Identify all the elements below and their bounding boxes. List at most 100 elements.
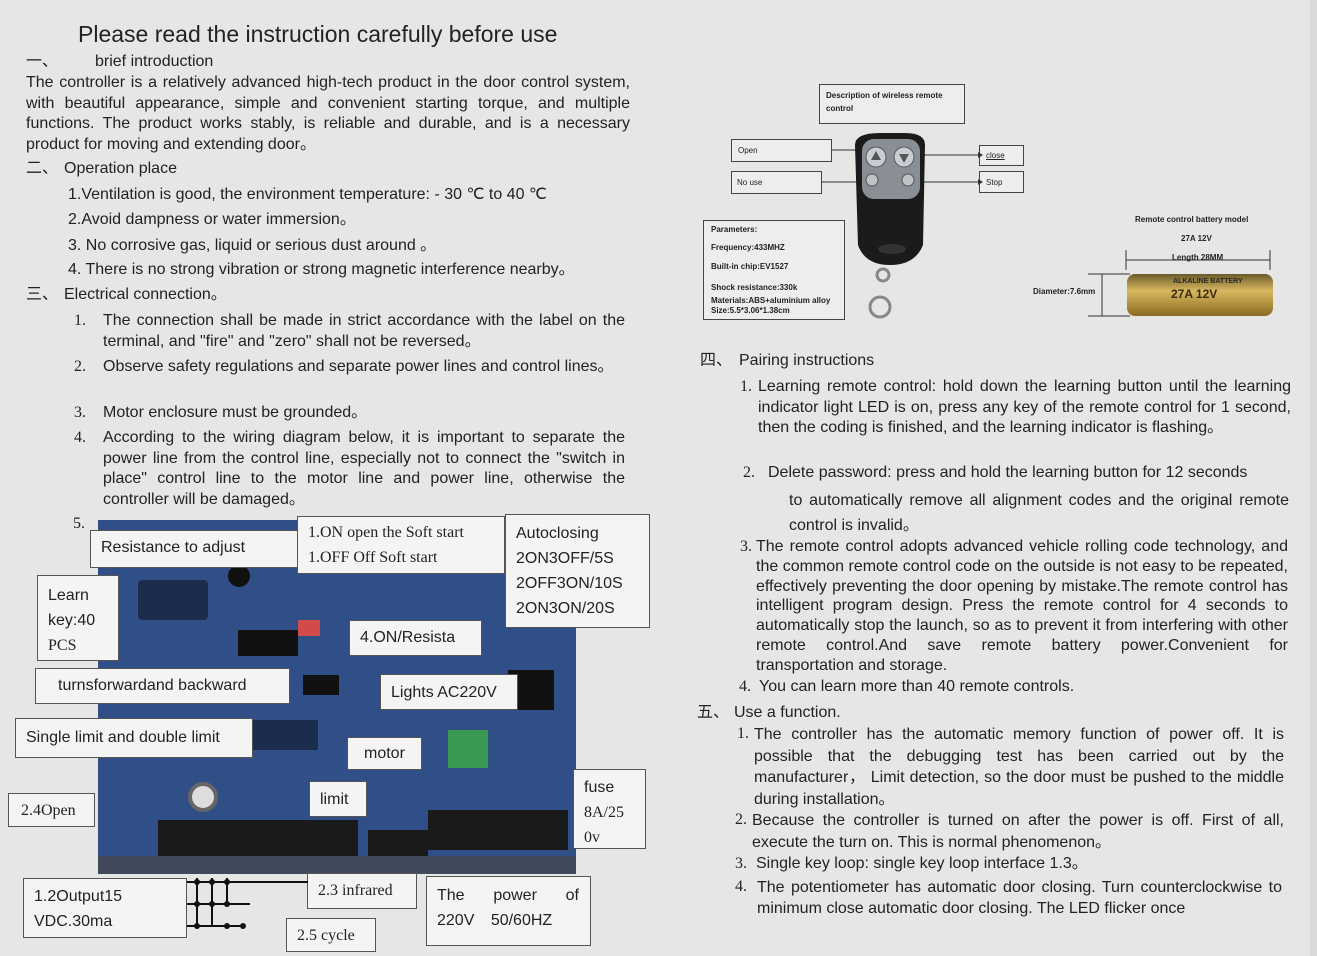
remote-close-label: close bbox=[986, 151, 1005, 160]
label-lights: Lights AC220V bbox=[380, 674, 518, 710]
use-item-2: Because the controller is turned on afte… bbox=[752, 812, 1284, 851]
use-marker: 五、 bbox=[697, 704, 730, 721]
battery-dimension-lines bbox=[1088, 250, 1271, 317]
label-power: The power of 220V 50/60HZ bbox=[426, 876, 591, 946]
electrical-item-1: The connection shall be made in strict a… bbox=[103, 312, 625, 350]
remote-nouse-box: No use bbox=[731, 171, 822, 194]
label-limit: limit bbox=[309, 781, 367, 817]
pairing-item-4: You can learn more than 40 remote contro… bbox=[759, 678, 1075, 695]
fuse-line-2: 8A/25 bbox=[584, 804, 624, 821]
battery-printed-main: 27A 12V bbox=[1171, 287, 1218, 301]
use-item-3: Single key loop: single key loop interfa… bbox=[756, 855, 1088, 872]
autoclosing-5s: 2ON3OFF/5S bbox=[516, 550, 614, 567]
label-learn-key: Learn key:40 PCS bbox=[37, 575, 119, 661]
use-heading: Use a function. bbox=[734, 704, 841, 721]
label-cycle: 2.5 cycle bbox=[286, 918, 376, 952]
use-num-3: 3. bbox=[735, 855, 747, 872]
pairing-heading: Pairing instructions bbox=[739, 352, 875, 369]
pairing-num-3: 3. bbox=[740, 538, 752, 555]
remote-stop-label: Stop bbox=[986, 178, 1003, 187]
remote-nouse-label: No use bbox=[737, 178, 763, 187]
learn-line-1: Learn bbox=[48, 587, 89, 604]
pairing-num-1: 1. bbox=[740, 378, 752, 395]
cycle-text: 2.5 cycle bbox=[297, 927, 355, 944]
label-open: 2.4Open bbox=[8, 793, 95, 827]
use-item-4: The potentiometer has automatic door clo… bbox=[757, 879, 1282, 917]
electrical-num-5: 5. bbox=[73, 515, 85, 532]
remote-description-box: Description of wireless remote control bbox=[819, 84, 965, 124]
param-frequency: Frequency:433MHZ bbox=[711, 243, 785, 252]
remote-close-box: close bbox=[979, 145, 1024, 166]
electrical-item-2: Observe safety regulations and separate … bbox=[103, 358, 614, 375]
operation-heading: Operation place bbox=[64, 160, 177, 177]
intro-text: The controller is a relatively advanced … bbox=[26, 74, 630, 153]
label-limit-mode: Single limit and double limit bbox=[15, 718, 253, 758]
label-autoclosing: Autoclosing 2ON3OFF/5S 2OFF3ON/10S 2ON3O… bbox=[505, 514, 650, 628]
operation-item-4: 4. There is no strong vibration or stron… bbox=[68, 261, 575, 278]
power-line-2: 220V 50/60HZ bbox=[437, 912, 553, 929]
pairing-item-2-rest: to automatically remove all alignment co… bbox=[789, 492, 1289, 534]
page-title: Please read the instruction carefully be… bbox=[78, 21, 558, 47]
operation-item-2: 2.Avoid dampness or water immersion。 bbox=[68, 211, 356, 228]
label-soft-start: 1.ON open the Soft start 1.OFF Off Soft … bbox=[297, 516, 505, 574]
use-num-4: 4. bbox=[735, 878, 747, 895]
remote-open-box: Open bbox=[731, 139, 832, 162]
autoclosing-title: Autoclosing bbox=[516, 525, 599, 542]
electrical-item-3: Motor enclosure must be grounded。 bbox=[103, 404, 368, 421]
battery-model: 27A 12V bbox=[1181, 234, 1212, 243]
pairing-marker: 四、 bbox=[700, 352, 733, 369]
param-shock: Shock resistance:330k bbox=[711, 283, 798, 292]
battery-image: ALKALINE BATTERY 27A 12V bbox=[1127, 274, 1273, 316]
label-on-resista: 4.ON/Resista bbox=[349, 620, 482, 656]
param-chip: Built-in chip:EV1527 bbox=[711, 262, 789, 271]
remote-description: Description of wireless remote control bbox=[826, 91, 943, 113]
label-resistance: Resistance to adjust bbox=[90, 530, 298, 568]
intro-marker: 一、 bbox=[26, 53, 59, 70]
output-line-2: VDC.30ma bbox=[34, 913, 113, 930]
pairing-item-1: Learning remote control: hold down the l… bbox=[758, 378, 1291, 436]
param-heading: Parameters: bbox=[711, 225, 758, 234]
fuse-line-1: fuse bbox=[584, 779, 615, 796]
infrared-text: 2.3 infrared bbox=[318, 882, 393, 899]
param-materials: Materials:ABS+aluminium alloy bbox=[711, 296, 831, 305]
pairing-num-4: 4. bbox=[739, 678, 751, 695]
battery-diameter: Diameter:7.6mm bbox=[1033, 287, 1096, 296]
battery-model-label: Remote control battery model bbox=[1135, 215, 1249, 224]
operation-marker: 二、 bbox=[26, 160, 59, 177]
electrical-marker: 三、 bbox=[26, 286, 59, 303]
remote-open-label: Open bbox=[738, 146, 758, 155]
intro-heading: brief introduction bbox=[95, 53, 214, 70]
operation-item-1: 1.Ventilation is good, the environment t… bbox=[68, 186, 547, 203]
electrical-heading: Electrical connection。 bbox=[64, 286, 227, 303]
label-soft-off: 1.OFF Off Soft start bbox=[308, 549, 438, 566]
autoclosing-20s: 2ON3ON/20S bbox=[516, 600, 615, 617]
electrical-num-3: 3. bbox=[74, 404, 86, 421]
label-soft-on: 1.ON open the Soft start bbox=[308, 524, 464, 541]
operation-item-3: 3. No corrosive gas, liquid or serious d… bbox=[68, 237, 437, 254]
output-line-1: 1.2Output15 bbox=[34, 888, 123, 905]
pairing-num-2: 2. bbox=[743, 464, 755, 481]
use-num-1: 1. bbox=[737, 725, 749, 742]
autoclosing-10s: 2OFF3ON/10S bbox=[516, 575, 623, 592]
learn-line-3: PCS bbox=[48, 637, 77, 654]
electrical-num-4: 4. bbox=[74, 429, 86, 446]
electrical-num-2: 2. bbox=[74, 358, 86, 375]
label-infrared: 2.3 infrared bbox=[307, 873, 417, 909]
power-line-1: The power of bbox=[437, 887, 579, 904]
param-size: Size:5.5*3.06*1.38cm bbox=[711, 306, 790, 315]
fuse-line-3: 0v bbox=[584, 829, 600, 846]
open-text: 2.4Open bbox=[21, 802, 76, 819]
remote-stop-box: Stop bbox=[979, 171, 1024, 193]
pairing-item-2-line1: Delete password: press and hold the lear… bbox=[768, 464, 1248, 481]
electrical-num-1: 1. bbox=[74, 312, 86, 329]
label-motor: motor bbox=[347, 737, 422, 770]
use-item-1: The controller has the automatic memory … bbox=[754, 726, 1284, 808]
label-fuse: fuse 8A/25 0v bbox=[573, 769, 646, 849]
use-num-2: 2. bbox=[735, 811, 747, 828]
remote-control-image bbox=[822, 133, 983, 319]
remote-parameters-box: Parameters: Frequency:433MHZ Built-in ch… bbox=[703, 220, 845, 320]
pairing-item-3: The remote control adopts advanced vehic… bbox=[756, 538, 1288, 674]
battery-printed-top: ALKALINE BATTERY bbox=[1173, 278, 1243, 285]
battery-length: Length 28MM bbox=[1172, 253, 1224, 262]
